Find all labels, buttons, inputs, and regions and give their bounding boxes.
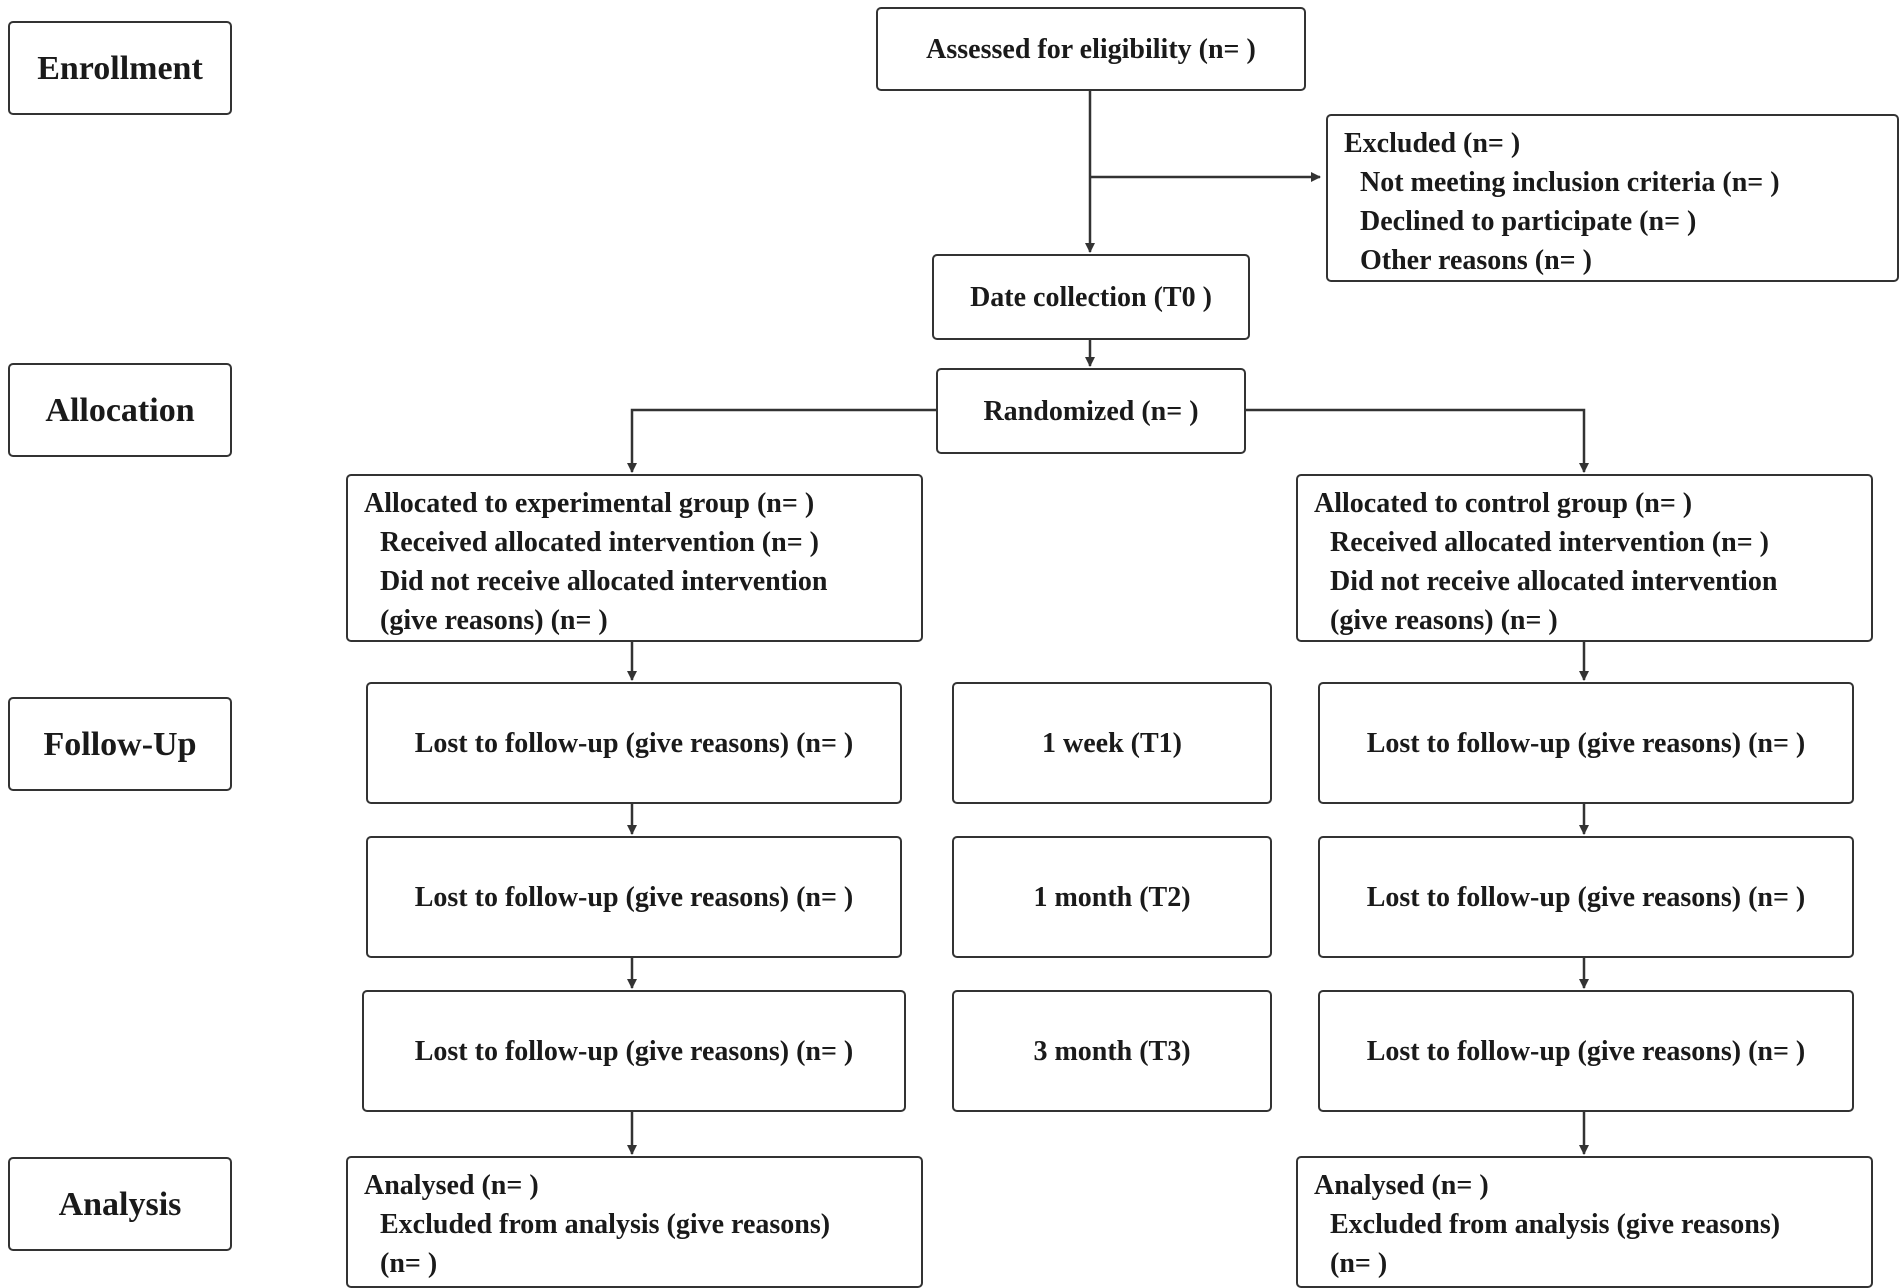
timepoint-t2: 1 month (T2): [952, 836, 1272, 958]
timepoint-t3: 3 month (T3): [952, 990, 1272, 1112]
experimental-excluded-n: (n= ): [380, 1248, 438, 1279]
experimental-analysis-box: Analysed (n= ) Excluded from analysis (g…: [346, 1156, 923, 1288]
control-lost-to-follow-up-t3: Lost to follow-up (give reasons) (n= ): [1318, 990, 1854, 1112]
excluded-reason: Other reasons (n= ): [1360, 245, 1592, 276]
control-allocation-box: Allocated to control group (n= ) Receive…: [1296, 474, 1873, 642]
excluded-reason: Declined to participate (n= ): [1360, 206, 1697, 237]
excluded-reason: Not meeting inclusion criteria (n= ): [1360, 167, 1780, 198]
timepoint-t1: 1 week (T1): [952, 682, 1272, 804]
arrow-randomized-to-control: [1244, 408, 1589, 473]
randomized-box: Randomized (n= ): [936, 368, 1246, 454]
control-lost-to-follow-up-t1: Lost to follow-up (give reasons) (n= ): [1318, 682, 1854, 804]
control-not-received: Did not receive allocated intervention: [1330, 566, 1778, 597]
control-received: Received allocated intervention (n= ): [1330, 527, 1769, 558]
stage-label-enrollment: Enrollment: [8, 21, 232, 115]
control-lost-to-follow-up-t2: Lost to follow-up (give reasons) (n= ): [1318, 836, 1854, 958]
experimental-excluded-from-analysis: Excluded from analysis (give reasons): [380, 1209, 831, 1240]
stage-label-follow-up: Follow-Up: [8, 697, 232, 791]
experimental-not-received: Did not receive allocated intervention: [380, 566, 828, 597]
arrow-randomized-to-experimental: [627, 408, 936, 473]
control-not-received-reasons: (give reasons) (n= ): [1330, 605, 1558, 636]
experimental-allocation-box: Allocated to experimental group (n= ) Re…: [346, 474, 923, 642]
control-analysed: Analysed (n= ): [1314, 1170, 1489, 1201]
experimental-analysed: Analysed (n= ): [364, 1170, 539, 1201]
control-excluded-from-analysis: Excluded from analysis (give reasons): [1330, 1209, 1781, 1240]
experimental-received: Received allocated intervention (n= ): [380, 527, 819, 558]
control-analysis-box: Analysed (n= ) Excluded from analysis (g…: [1296, 1156, 1873, 1288]
control-excluded-n: (n= ): [1330, 1248, 1388, 1279]
data-collection-box: Date collection (T0 ): [932, 254, 1250, 340]
experimental-lost-to-follow-up-t3: Lost to follow-up (give reasons) (n= ): [362, 990, 906, 1112]
experimental-allocation-title: Allocated to experimental group (n= ): [364, 488, 815, 519]
experimental-lost-to-follow-up-t1: Lost to follow-up (give reasons) (n= ): [366, 682, 902, 804]
stage-label-analysis: Analysis: [8, 1157, 232, 1251]
experimental-not-received-reasons: (give reasons) (n= ): [380, 605, 608, 636]
excluded-box: Excluded (n= ) Not meeting inclusion cri…: [1326, 114, 1899, 282]
assessed-for-eligibility-box: Assessed for eligibility (n= ): [876, 7, 1306, 91]
stage-label-allocation: Allocation: [8, 363, 232, 457]
control-allocation-title: Allocated to control group (n= ): [1314, 488, 1693, 519]
excluded-title: Excluded (n= ): [1344, 128, 1521, 159]
experimental-lost-to-follow-up-t2: Lost to follow-up (give reasons) (n= ): [366, 836, 902, 958]
